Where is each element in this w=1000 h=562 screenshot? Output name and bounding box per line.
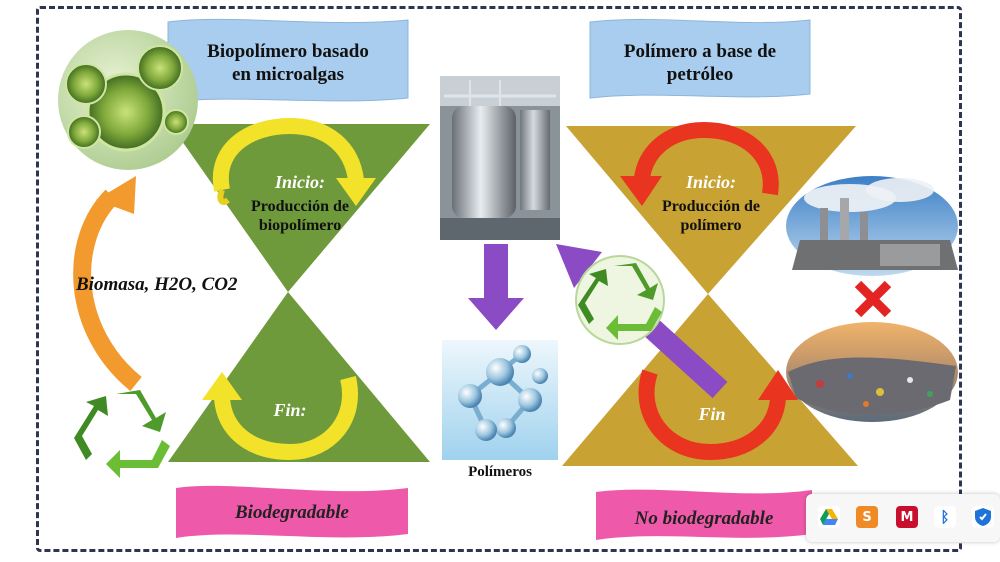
right-title-banner <box>589 18 811 99</box>
yellow-arrow-bottom <box>214 376 358 461</box>
red-arrow-bottom <box>638 369 786 461</box>
right-title: Polímero a base de petróleo <box>590 40 810 86</box>
mcafee-icon[interactable]: M <box>896 506 918 528</box>
right-start-sub-line1: Producción de <box>662 198 760 215</box>
red-arrow-top <box>634 121 779 196</box>
left-title: Biopolímero basado en microalgas <box>168 40 408 86</box>
red-x-icon <box>854 280 892 318</box>
right-start-label: Inicio: Producción de polímero <box>616 172 806 235</box>
sublime-icon[interactable]: S <box>856 506 878 528</box>
left-title-line2: en microalgas <box>231 64 345 85</box>
right-start-sub-line2: polímero <box>680 217 742 234</box>
system-tray: S M ᛒ <box>806 494 1000 542</box>
right-title-line2: petróleo <box>666 64 734 85</box>
right-outcome-banner <box>596 489 812 540</box>
left-start-triangle <box>170 124 430 292</box>
left-end-title: Fin: <box>273 400 307 420</box>
left-start-sub-line1: Producción de <box>251 198 349 215</box>
orange-loop-arrow <box>73 189 142 391</box>
oil-refinery-image <box>786 176 958 276</box>
left-start-title: Inicio: <box>274 172 325 192</box>
polymers-label: Polímeros <box>468 464 532 480</box>
right-start-title: Inicio: <box>685 172 736 192</box>
recycle-icon-left <box>74 390 170 478</box>
left-outcome-banner <box>176 485 408 538</box>
diagram-frame <box>36 6 962 552</box>
bioreactor-image <box>440 76 560 240</box>
right-outcome-label: No biodegradable <box>634 508 774 529</box>
left-start-sub-line2: biopolímero <box>258 217 342 234</box>
google-drive-icon[interactable] <box>818 506 840 528</box>
yellow-arrow-top <box>212 117 364 192</box>
landfill-image <box>786 322 958 422</box>
security-shield-icon[interactable] <box>972 506 994 528</box>
left-title-line1: Biopolímero basado <box>207 41 369 62</box>
left-end-triangle <box>168 292 430 462</box>
bluetooth-icon[interactable]: ᛒ <box>934 506 956 528</box>
polymers-image <box>442 340 558 460</box>
left-outcome-label: Biodegradable <box>235 502 349 523</box>
purple-arrow-down-shaft <box>484 244 508 298</box>
left-start-label: Inicio: Producción de biopolímero <box>200 172 400 235</box>
right-title-line1: Polímero a base de <box>623 41 777 62</box>
right-start-subtitle: Producción de polímero <box>616 197 806 235</box>
microalgae-image <box>58 30 198 170</box>
right-end-title: Fin <box>698 404 726 424</box>
left-title-banner <box>167 18 409 103</box>
biomass-label: Biomasa, H2O, CO2 <box>76 274 238 295</box>
recycle-icon-center <box>575 255 665 345</box>
left-start-subtitle: Producción de biopolímero <box>200 197 400 235</box>
